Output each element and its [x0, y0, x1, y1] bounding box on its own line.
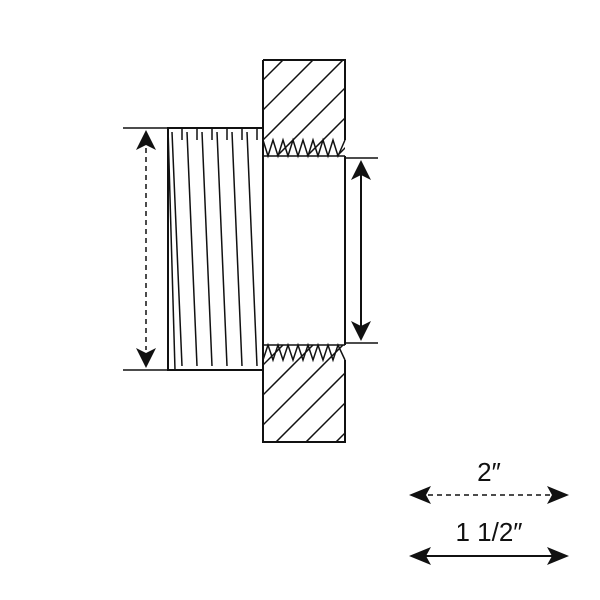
legend-dashed-label: 2″ [477, 457, 501, 487]
internal-thread-bottom [262, 342, 346, 363]
outer-diameter-dimension [123, 127, 168, 371]
legend-dashed-arrow [409, 486, 569, 504]
inner-diameter-dimension [345, 157, 378, 344]
male-thread [167, 127, 264, 371]
legend: 2″ 1 1/2″ [409, 457, 569, 565]
legend-solid-arrow [409, 547, 569, 565]
flange-top-section [262, 59, 346, 156]
internal-thread-top [262, 137, 346, 159]
legend-solid-label: 1 1/2″ [455, 517, 522, 547]
flange-bottom-section [262, 345, 346, 443]
